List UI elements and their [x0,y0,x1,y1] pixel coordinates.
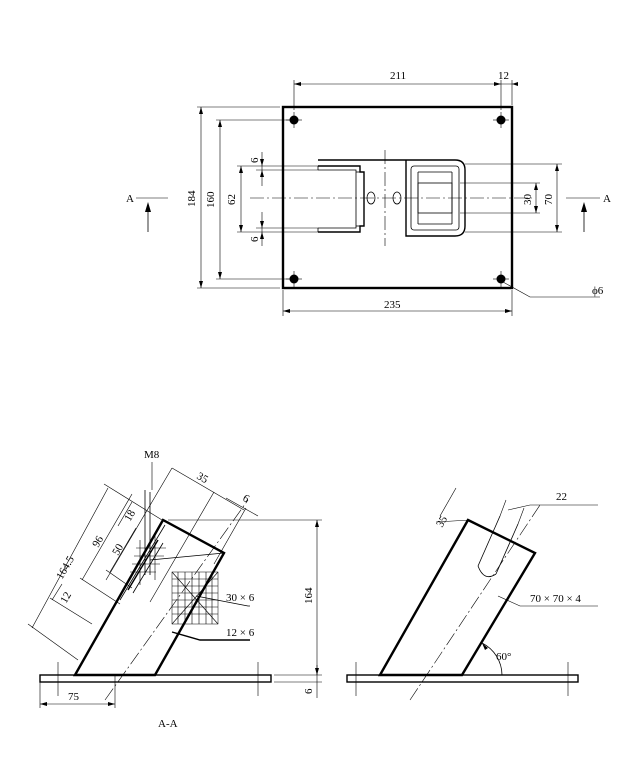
hole-leader: ϕ6 [502,281,604,298]
svg-text:6: 6 [303,688,315,694]
section-center-line [104,499,249,701]
plan-view: A A 211 12 [126,70,611,316]
label-m8: M8 [144,449,160,461]
svg-text:96: 96 [90,534,106,550]
weld-mesh [171,571,219,625]
svg-text:A: A [603,193,611,205]
dim-70: 70 [543,194,555,206]
bolt-mesh [130,535,166,585]
dim-75: 75 [39,675,116,708]
leader-angle-section [497,595,598,607]
base-plate-outline [281,105,514,290]
svg-text:35: 35 [195,470,211,486]
dim-6-bottom: 6 [249,236,261,242]
label-angle-section: 70 × 70 × 4 [530,593,581,605]
dim-160: 160 [205,191,217,208]
leader-22 [507,504,598,511]
label-60deg: 60° [496,651,511,663]
svg-text:18: 18 [122,508,138,524]
dim-211: 211 [390,70,406,82]
section-view: 30 × 6 12 × 6 M8 164 6 75 [27,449,322,730]
dim-right: 30 70 [460,163,562,233]
svg-text:164.5: 164.5 [54,554,77,582]
dim-bottom: 235 [282,290,513,316]
svg-text:A: A [126,193,134,205]
svg-text:22: 22 [556,491,567,503]
dim-235: 235 [384,299,401,311]
angle-arc [481,642,503,676]
leader-12x6 [171,631,250,641]
dim-30: 30 [522,194,534,206]
label-30x6: 30 × 6 [226,592,255,604]
svg-text:35: 35 [434,514,450,530]
dim-184: 184 [186,190,198,207]
bolt-holes [286,112,509,287]
dim-top: 211 12 [293,70,518,110]
svg-text:12: 12 [58,590,74,606]
leader-30x6 [195,595,250,607]
dim-62: 62 [226,194,238,205]
section-marker-left: A [126,193,168,232]
dim-hole-diameter: ϕ6 [592,285,604,297]
dim-164: 164 [168,519,322,676]
section-caption: A-A [158,718,178,730]
svg-text:164: 164 [303,587,315,604]
label-12x6: 12 × 6 [226,627,255,639]
side-angle [377,518,537,677]
dim-6-top: 6 [249,157,261,163]
side-center-line [409,504,541,701]
side-view: 22 35 70 × 70 × 4 60° [346,487,598,701]
dim-12: 12 [498,70,509,82]
dim-left: 184 160 62 6 6 [186,106,318,289]
channel-bracket [317,165,365,233]
dim-base-6: 6 [274,665,322,698]
section-marker-right: A [566,193,611,232]
svg-text:75: 75 [68,691,80,703]
svg-text:6: 6 [241,492,252,505]
